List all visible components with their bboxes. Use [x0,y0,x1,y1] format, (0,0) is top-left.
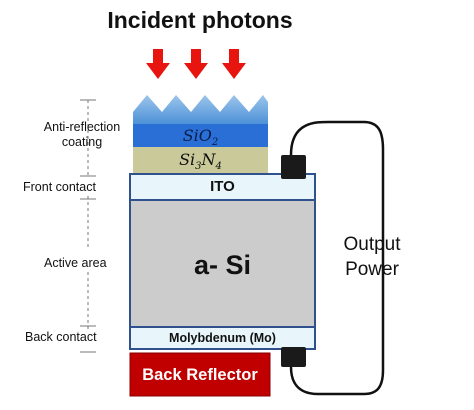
back-contact-label: Back contact [25,330,97,344]
molybdenum-label: Molybdenum (Mo) [169,331,276,345]
anti-reflection-label-line1: Anti-reflection [43,120,121,134]
sio2-label-main: SiO [182,126,212,145]
si3n4-label: Si3N4 [133,150,268,177]
active-area-label: Active area [44,256,107,270]
output-power-label: Output Power [327,232,417,282]
sio2-label-sub: 2 [211,137,219,149]
sio2-label: SiO2 [133,126,268,153]
active-layer-label: a- Si [193,250,252,280]
front-contact-label: Front contact [23,180,96,194]
photon-arrow-icon [222,49,246,79]
output-power-line2: Power [345,259,399,280]
diagram-title: Incident photons [107,7,293,33]
top-contact-block [281,155,306,179]
back-reflector-layer [129,352,271,397]
molybdenum-layer [129,326,316,350]
sio2-layer [133,124,268,147]
anti-reflection-spikes [133,95,268,125]
ito-label: ITO [210,178,235,195]
output-power-line1: Output [343,234,401,255]
si3n4-label-sub2: 4 [215,161,222,173]
anti-reflection-label-line2: coating [61,135,103,149]
photon-arrow-icon [146,49,170,79]
output-wire [289,120,385,396]
photon-arrow-icon [184,49,208,79]
anti-reflection-label: Anti-reflection coating [22,120,142,150]
si3n4-label-sub1: 3 [195,161,202,173]
si3n4-label-si: Si [179,150,196,169]
photon-arrows [146,49,246,79]
bottom-contact-block [281,347,306,367]
si3n4-layer [133,147,268,173]
left-bracket [80,99,96,353]
si3n4-label-n: N [201,150,216,169]
back-reflector-label: Back Reflector [142,366,258,384]
